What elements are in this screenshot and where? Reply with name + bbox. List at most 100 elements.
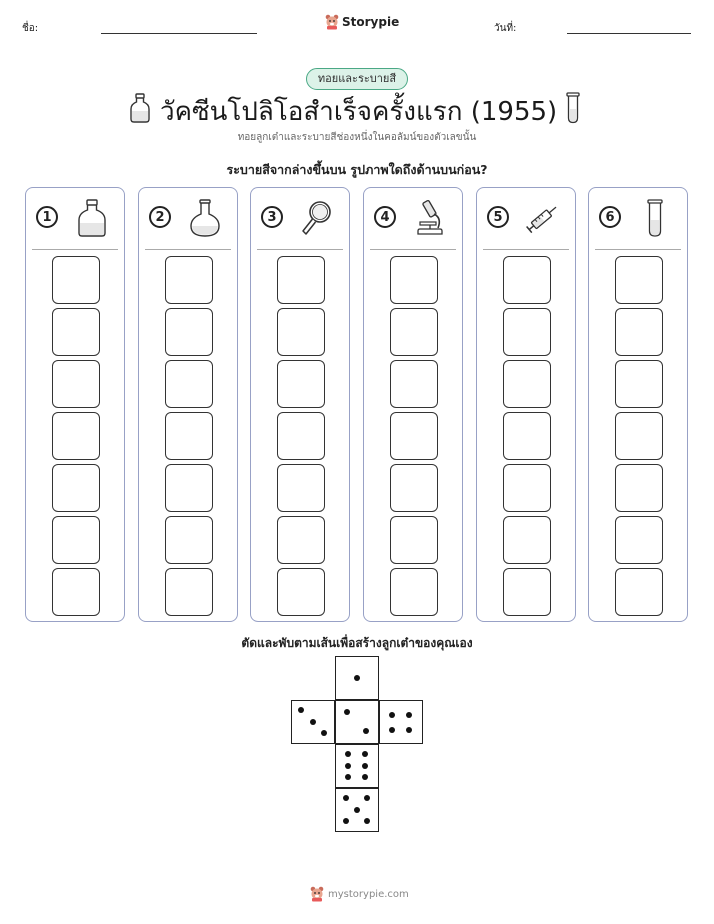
die-pip (353, 806, 360, 813)
die-pip (361, 762, 368, 769)
coloring-cell[interactable] (503, 412, 551, 460)
coloring-cell[interactable] (165, 464, 213, 512)
date-label: วันที่: (494, 23, 517, 34)
die-pip (361, 751, 368, 758)
coloring-cell[interactable] (165, 568, 213, 616)
die-pip (361, 773, 368, 780)
coloring-cell[interactable] (390, 360, 438, 408)
bottle-icon (129, 93, 151, 123)
syringe-icon (525, 198, 561, 238)
coloring-cell[interactable] (52, 360, 100, 408)
coloring-cell[interactable] (390, 464, 438, 512)
footer: mystorypie.com (310, 886, 409, 902)
coloring-cell[interactable] (503, 256, 551, 304)
coloring-cell[interactable] (165, 412, 213, 460)
column-5: 5 (476, 187, 576, 622)
bottle-icon (74, 198, 110, 238)
coloring-cell[interactable] (390, 308, 438, 356)
test-tube-icon (566, 92, 580, 124)
storypie-bear-icon (325, 14, 339, 30)
die-face-6 (335, 744, 379, 788)
storypie-bear-icon (310, 886, 324, 902)
column-1: 1 (25, 187, 125, 622)
coloring-cell[interactable] (52, 516, 100, 564)
die-pip (345, 762, 352, 769)
coloring-cell[interactable] (277, 360, 325, 408)
die-pip (405, 712, 412, 719)
die-pip (362, 727, 369, 734)
column-divider (370, 249, 456, 250)
coloring-cell[interactable] (52, 256, 100, 304)
coloring-cell[interactable] (390, 568, 438, 616)
coloring-cell[interactable] (390, 516, 438, 564)
column-divider (483, 249, 569, 250)
coloring-cell[interactable] (52, 412, 100, 460)
coloring-cell[interactable] (615, 464, 663, 512)
die-face-4 (379, 700, 423, 744)
coloring-cell[interactable] (52, 464, 100, 512)
coloring-cell[interactable] (277, 568, 325, 616)
column-number: 3 (261, 206, 283, 228)
coloring-cell[interactable] (277, 308, 325, 356)
instruction-question: ระบายสีจากล่างขึ้นบน รูปภาพใดถึงด้านบนก่… (226, 162, 488, 177)
column-divider (257, 249, 343, 250)
column-6: 6 (588, 187, 688, 622)
coloring-cell[interactable] (277, 464, 325, 512)
die-face-3 (291, 700, 335, 744)
coloring-cell[interactable] (277, 412, 325, 460)
test-tube-icon (637, 198, 673, 238)
date-line[interactable] (567, 33, 691, 34)
coloring-cell[interactable] (52, 308, 100, 356)
column-divider (145, 249, 231, 250)
die-pip (343, 817, 350, 824)
die-pip (389, 726, 396, 733)
coloring-cell[interactable] (503, 308, 551, 356)
column-number: 2 (149, 206, 171, 228)
coloring-cell[interactable] (615, 568, 663, 616)
coloring-cell[interactable] (390, 412, 438, 460)
column-number: 4 (374, 206, 396, 228)
name-line[interactable] (101, 33, 257, 34)
name-label: ชื่อ: (22, 23, 39, 34)
die-face-5 (335, 788, 379, 832)
column-divider (595, 249, 681, 250)
coloring-cell[interactable] (503, 360, 551, 408)
coloring-cell[interactable] (615, 308, 663, 356)
magnifier-icon (299, 198, 335, 238)
column-number: 6 (599, 206, 621, 228)
die-pip (353, 674, 360, 681)
coloring-cell[interactable] (165, 360, 213, 408)
coloring-cell[interactable] (165, 256, 213, 304)
footer-url: mystorypie.com (328, 888, 409, 900)
coloring-cell[interactable] (165, 516, 213, 564)
die-pip (389, 712, 396, 719)
brand-name: Storypie (342, 15, 400, 29)
column-4: 4 (363, 187, 463, 622)
coloring-cell[interactable] (615, 360, 663, 408)
die-pip (345, 773, 352, 780)
coloring-cell[interactable] (615, 412, 663, 460)
die-pip (343, 795, 350, 802)
column-divider (32, 249, 118, 250)
coloring-cell[interactable] (615, 256, 663, 304)
flask-icon (187, 198, 223, 238)
coloring-cell[interactable] (503, 568, 551, 616)
coloring-cell[interactable] (615, 516, 663, 564)
coloring-cell[interactable] (277, 516, 325, 564)
coloring-cell[interactable] (165, 308, 213, 356)
die-pip (345, 751, 352, 758)
coloring-cell[interactable] (52, 568, 100, 616)
die-pip (344, 709, 351, 716)
coloring-cell[interactable] (390, 256, 438, 304)
die-pip (320, 729, 327, 736)
die-pip (363, 817, 370, 824)
coloring-cell[interactable] (503, 464, 551, 512)
coloring-cell[interactable] (277, 256, 325, 304)
die-face-1 (335, 656, 379, 700)
page-title: วัคซีนโปลิโอสำเร็จครั้งแรก (1955) (160, 97, 558, 127)
coloring-cell[interactable] (503, 516, 551, 564)
column-number: 5 (487, 206, 509, 228)
brand-logo: Storypie (325, 14, 399, 30)
page-subtitle: ทอยลูกเต๋าและระบายสีช่องหนึ่งในคอลัมน์ขอ… (237, 132, 477, 143)
die-pip (363, 795, 370, 802)
